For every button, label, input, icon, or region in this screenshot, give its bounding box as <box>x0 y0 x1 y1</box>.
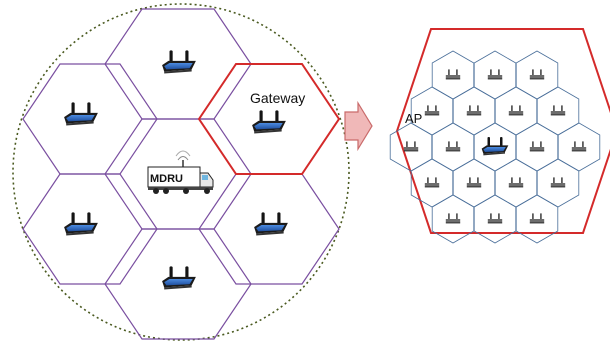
wireless-router-icon <box>252 110 286 134</box>
access-point-icon <box>529 141 545 152</box>
access-point-icon <box>487 213 503 224</box>
access-point-icon <box>529 213 545 224</box>
access-point-icon <box>466 177 482 188</box>
mdru-truck-icon <box>147 150 214 194</box>
gateway-cell <box>197 63 341 175</box>
wireless-router-icon <box>162 50 196 74</box>
ap-label: AP <box>405 111 422 126</box>
access-point-icon <box>508 177 524 188</box>
wireless-router-icon <box>162 266 196 290</box>
gateway-label: Gateway <box>250 90 305 106</box>
access-point-icon <box>424 177 440 188</box>
mini-hex-cell <box>431 194 475 244</box>
access-point-icon <box>550 105 566 116</box>
wireless-router-icon <box>64 102 98 126</box>
mdru-label: MDRU <box>150 173 183 185</box>
access-point-icon <box>445 141 461 152</box>
access-point-icon <box>466 105 482 116</box>
access-point-icon <box>550 177 566 188</box>
wireless-router-icon <box>254 212 288 236</box>
access-point-icon <box>403 141 419 152</box>
access-point-icon <box>529 69 545 80</box>
right-arrow-icon <box>344 100 373 152</box>
wireless-router-icon <box>64 212 98 236</box>
hex-cell <box>104 228 252 340</box>
access-point-icon <box>424 105 440 116</box>
gateway-zoom-hex <box>395 28 610 234</box>
mini-hex-cell <box>515 194 559 244</box>
access-point-icon <box>445 69 461 80</box>
access-point-icon <box>487 69 503 80</box>
access-point-icon <box>445 213 461 224</box>
gateway-router-icon <box>481 137 509 156</box>
cell-grid <box>22 8 340 340</box>
coverage-circle <box>12 3 350 341</box>
access-point-icon <box>508 105 524 116</box>
hex-cell <box>22 173 158 285</box>
access-point-grid <box>389 50 601 244</box>
access-point-icon <box>571 141 587 152</box>
